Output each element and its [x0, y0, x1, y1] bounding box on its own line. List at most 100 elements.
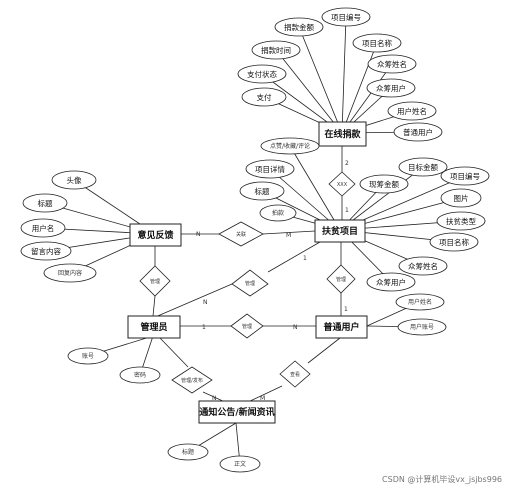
attribute-ellipse: 留言内容 [20, 241, 72, 261]
attribute-ellipse: 标题 [167, 443, 209, 461]
attribute-ellipse: 用户名 [20, 218, 66, 238]
relationship-label: 管理 [245, 280, 255, 287]
entity-label: 管理员 [140, 321, 167, 333]
watermark-text: CSDN @计算机毕设vx_jsjbs996 [382, 474, 502, 484]
attribute-ellipse: 密码 [119, 366, 161, 384]
attribute-ellipse: 捐款金额 [274, 17, 324, 37]
attribute-label: 用户账号 [410, 323, 434, 331]
attribute-ellipse: 用户账号 [397, 318, 447, 336]
attribute-ellipse: 用户姓名 [395, 293, 445, 311]
relationship-admin-project: 管理 [231, 269, 269, 297]
attribute-label: 项目编号 [450, 171, 480, 181]
cardinality-label: N [196, 231, 201, 238]
relationship-label: 关联 [236, 231, 246, 238]
attribute-ellipse: 现筹金额 [359, 174, 409, 194]
entity-label: 扶贫项目 [322, 225, 358, 237]
attribute-label: 用户姓名 [408, 298, 432, 306]
attribute-label: 回复内容 [58, 269, 82, 277]
attribute-label: 头像 [67, 175, 82, 185]
attribute-ellipse: 项目编号 [321, 7, 371, 27]
attribute-label: 支付 [257, 92, 272, 102]
relationship-label: 管理 [242, 323, 252, 330]
attribute-label: 众筹姓名 [377, 59, 407, 69]
attribute-label: 留言内容 [31, 246, 61, 256]
attribute-ellipse: 头像 [51, 170, 97, 190]
attribute-ellipse: 项目名称 [352, 33, 402, 53]
attribute-label: 拍款 [272, 209, 284, 217]
attribute-ellipse: 用户姓名 [387, 101, 437, 121]
relationship-admin-user: 管理 [230, 313, 264, 339]
attribute-label: 标题 [38, 198, 53, 208]
attribute-ellipse: 支付状态 [237, 64, 287, 84]
relationship-feedback-admin: 管理 [139, 265, 171, 297]
attribute-label: 项目详情 [255, 164, 285, 174]
attribute-ellipse: 众筹用户 [366, 272, 416, 292]
attribute-ellipse: 捐款时间 [251, 40, 301, 60]
relationship-label: 管理 [150, 278, 160, 285]
relationship-user-notice: 查看 [279, 360, 311, 388]
attribute-ellipse: 普通用户 [393, 122, 443, 142]
attribute-label: 项目名称 [439, 237, 469, 247]
attribute-label: 图片 [454, 193, 469, 203]
attribute-ellipse: 目标金额 [398, 157, 448, 177]
cardinality-label: 1 [344, 306, 348, 313]
cardinality-label: 2 [345, 160, 349, 167]
attribute-label: 标题 [182, 448, 194, 456]
cardinality-label: M [260, 395, 265, 402]
attribute-ellipse: 拍款 [259, 204, 297, 222]
entity-label: 在线捐款 [324, 128, 361, 140]
cardinality-label: M [286, 232, 291, 239]
relationship-label: 管理/发布 [181, 377, 203, 384]
cardinality-label: N [212, 395, 217, 402]
attribute-label: 现筹金额 [369, 179, 399, 189]
relationship-feedback-project: 关联 [218, 221, 264, 247]
attribute-label: 正文 [234, 460, 246, 468]
attribute-label: 支付状态 [247, 69, 277, 79]
attribute-label: 密码 [134, 371, 146, 379]
attribute-ellipse: 回复内容 [43, 263, 97, 283]
attribute-ellipse: 账号 [67, 347, 109, 365]
relationship-user-project: 管理 [326, 264, 356, 294]
attribute-label: 项目名称 [362, 38, 392, 48]
entity-regular-user: 普通用户 [315, 315, 368, 339]
attribute-ellipse: 项目编号 [440, 166, 490, 186]
attribute-ellipse: 项目详情 [245, 159, 295, 179]
attribute-label: 用户名 [32, 223, 55, 233]
attribute-ellipse: 标题 [239, 181, 285, 201]
attribute-ellipse: 图片 [440, 188, 482, 208]
entity-label: 通知公告/新闻资讯 [199, 406, 274, 418]
attribute-label: 众筹用户 [376, 83, 406, 93]
attribute-ellipse: 标题 [22, 193, 68, 213]
relationship-label: 查看 [290, 371, 300, 378]
cardinality-label: 1 [202, 324, 206, 331]
attribute-label: 项目编号 [331, 12, 361, 22]
entity-label: 普通用户 [323, 321, 359, 333]
entity-poverty-project: 扶贫项目 [314, 219, 366, 243]
attribute-label: 捐款时间 [261, 45, 291, 55]
attribute-label: 点赞/收藏/评论 [270, 142, 310, 150]
relationship-label: 管理 [336, 276, 346, 283]
entity-notice: 通知公告/新闻资讯 [198, 400, 276, 424]
attribute-ellipse: 众筹姓名 [367, 54, 417, 74]
relationship-donate: XXX [328, 171, 356, 197]
entity-feedback: 意见反馈 [129, 223, 182, 247]
attribute-label: 账号 [82, 352, 94, 360]
attribute-label: 用户姓名 [397, 106, 427, 116]
attribute-label: 捐款金额 [284, 22, 314, 32]
attribute-label: 标题 [255, 186, 270, 196]
attribute-ellipse: 众筹姓名 [398, 256, 448, 276]
relationship-admin-notice: 管理/发布 [171, 366, 213, 394]
attribute-ellipse: 正文 [219, 455, 261, 473]
attribute-label: 扶贫类型 [446, 216, 476, 226]
entity-online-donation: 在线捐款 [318, 121, 367, 147]
relationship-label: XXX [337, 182, 348, 188]
attribute-ellipse: 点赞/收藏/评论 [260, 137, 320, 155]
attribute-ellipse: 支付 [241, 87, 287, 107]
cardinality-label: 1 [345, 207, 349, 214]
attribute-ellipse: 扶贫类型 [436, 211, 486, 231]
cardinality-label: N [293, 324, 298, 331]
attribute-ellipse: 众筹用户 [366, 78, 416, 98]
cardinality-label: 1 [303, 255, 307, 262]
entity-admin: 管理员 [127, 315, 181, 339]
